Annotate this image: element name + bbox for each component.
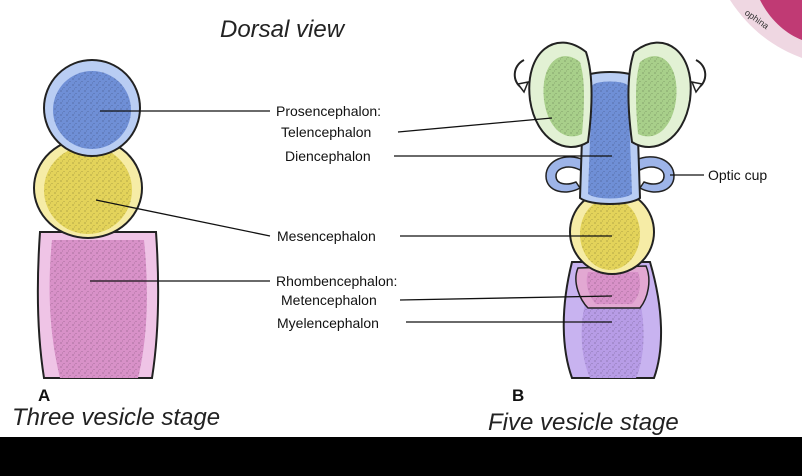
label-rhombencephalon: Rhombencephalon:	[276, 273, 398, 289]
label-telencephalon: Telencephalon	[281, 124, 372, 140]
label-prosencephalon: Prosencephalon:	[276, 103, 382, 119]
three-vesicle-drawing	[33, 59, 160, 379]
line-telencephalon	[397, 117, 553, 133]
panel-a-letter: A	[38, 386, 51, 405]
label-mesencephalon: Mesencephalon	[277, 228, 376, 244]
label-myelencephalon: Myelencephalon	[277, 315, 379, 331]
diagram-title: Dorsal view	[220, 16, 345, 43]
panel-b-caption: Five vesicle stage	[488, 409, 679, 436]
label-diencephalon: Diencephalon	[285, 148, 371, 164]
line-metencephalon	[399, 295, 613, 301]
leader-lines	[90, 110, 704, 323]
optic-cup-left	[545, 156, 585, 193]
line-mesencephalon-a	[95, 199, 271, 237]
five-vesicle-drawing	[513, 41, 707, 379]
corner-image-fragment: ophina	[730, 0, 802, 58]
label-metencephalon: Metencephalon	[281, 292, 377, 308]
panel-a-caption: Three vesicle stage	[12, 404, 221, 431]
label-optic-cup: Optic cup	[708, 167, 768, 183]
bottom-black-bar	[0, 437, 802, 476]
panel-b-letter: B	[512, 386, 525, 405]
optic-cup-right	[635, 156, 675, 193]
